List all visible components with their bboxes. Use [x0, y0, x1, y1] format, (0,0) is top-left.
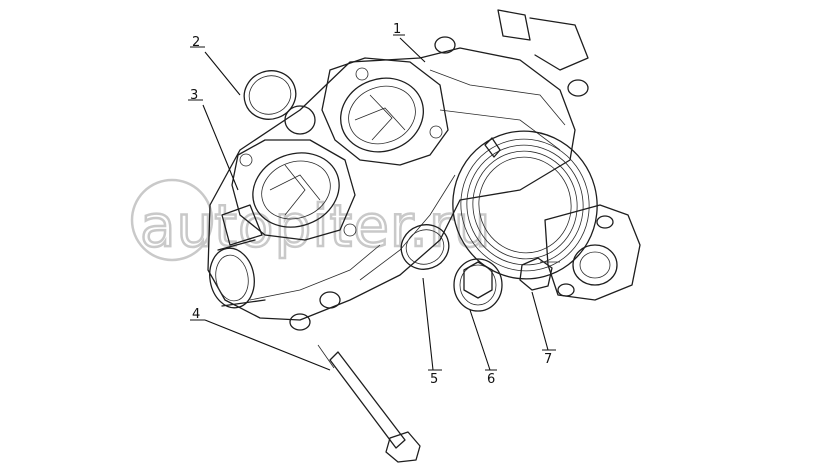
callout-6: 6	[487, 372, 495, 387]
leader-7	[531, 291, 549, 351]
leader-3	[202, 104, 239, 191]
lower-bore	[239, 152, 357, 237]
outlet-tube	[209, 204, 266, 309]
housing-bolts	[289, 9, 589, 331]
leader-2	[204, 51, 241, 96]
o-ring-lower	[400, 224, 450, 270]
callout-1: 1	[393, 22, 401, 37]
leader-lines	[188, 34, 556, 371]
bolt-with-washer	[453, 258, 503, 312]
pump-cover	[544, 204, 641, 301]
leader-6	[469, 309, 491, 371]
leader-4	[204, 319, 331, 371]
callouts: 1 2 3 4 5 6 7	[190, 22, 552, 387]
callout-7: 7	[544, 352, 552, 367]
leader-5	[422, 277, 434, 371]
callout-5: 5	[430, 372, 438, 387]
long-bolt	[317, 344, 421, 463]
o-ring-upper	[243, 70, 316, 135]
housing	[207, 47, 576, 321]
watermark-text: autopiter.ru	[140, 192, 491, 260]
callout-4: 4	[192, 307, 200, 322]
callout-3: 3	[190, 88, 198, 103]
leader-1	[399, 37, 426, 63]
pulley	[452, 130, 598, 280]
small-bolt	[519, 257, 560, 291]
watermark: autopiter.ru	[130, 178, 492, 262]
upper-bore	[340, 67, 443, 153]
callout-2: 2	[192, 35, 200, 50]
